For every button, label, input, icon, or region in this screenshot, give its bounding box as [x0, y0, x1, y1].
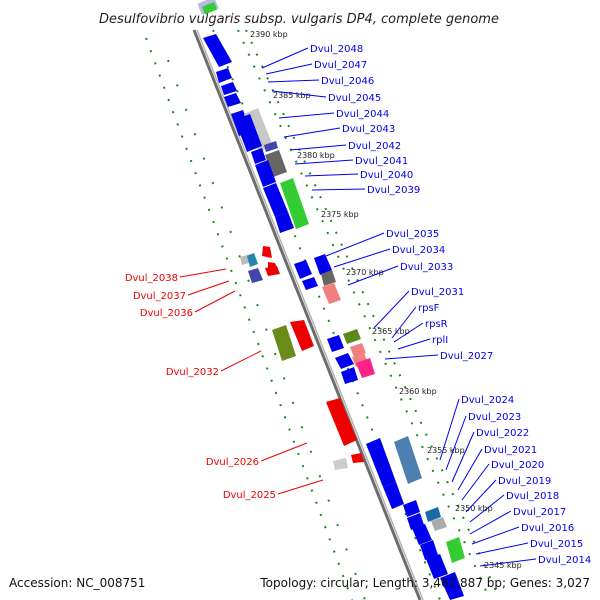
kbp-tick: 2355 kbp	[427, 446, 465, 455]
leader-line	[461, 463, 490, 501]
gene-label: Dvul_2033	[400, 262, 453, 273]
gene-label: Dvul_2021	[484, 445, 537, 456]
gene-label: Dvul_2045	[328, 93, 381, 104]
leader-line	[469, 494, 505, 523]
gene-label: Dvul_2016	[521, 523, 574, 534]
gene-label: Dvul_2023	[468, 412, 521, 423]
gene-label: Dvul_2019	[498, 476, 551, 487]
leader-line	[187, 280, 230, 296]
leader-line	[471, 526, 520, 545]
gene-label: Dvul_2036	[140, 308, 193, 319]
leader-line	[347, 265, 399, 286]
dotted-tracks	[145, 29, 501, 600]
leader-line	[373, 290, 410, 329]
gene-label: Dvul_2048	[310, 44, 363, 55]
kbp-tick: 2370 kbp	[346, 268, 384, 277]
gene-label: Dvul_2032	[166, 367, 219, 378]
gene-label: Dvul_2022	[476, 428, 529, 439]
leader-line	[261, 47, 309, 69]
gene-label: Dvul_2042	[348, 141, 401, 152]
gene-label: Dvul_2043	[342, 124, 395, 135]
gene-label: Dvul_2018	[506, 491, 559, 502]
gene-label: Dvul_2039	[367, 185, 420, 196]
leader-line	[333, 248, 391, 268]
kbp-tick: 2345 kbp	[484, 561, 522, 570]
gene-label: Dvul_2015	[530, 539, 583, 550]
gene-label: rplI	[432, 335, 448, 346]
leader-line	[457, 448, 483, 491]
gene-label: Dvul_2037	[133, 291, 186, 302]
leader-line	[451, 431, 475, 483]
gene-label: Dvul_2040	[360, 170, 413, 181]
leader-line	[267, 79, 320, 83]
leader-line	[465, 479, 497, 513]
leader-line	[445, 415, 467, 471]
kbp-tick: 2350 kbp	[455, 504, 493, 513]
gene-label: Dvul_2014	[538, 555, 591, 566]
gene-label: Dvul_2024	[461, 395, 514, 406]
gene-label: Dvul_2025	[223, 490, 276, 501]
gene-label: Dvul_2046	[321, 76, 374, 87]
leader-line	[391, 306, 417, 339]
leader-line	[479, 558, 537, 567]
leader-line	[278, 112, 335, 119]
gene-labels: Dvul_2048Dvul_2047Dvul_2046Dvul_2045Dvul…	[125, 44, 591, 566]
leader-line	[393, 322, 424, 343]
gene-label: Dvul_2017	[513, 507, 566, 518]
leader-line	[311, 188, 366, 191]
kbp-tick: 2385 kbp	[273, 91, 311, 100]
leader-line	[304, 173, 359, 177]
gene-label: rpsR	[425, 319, 448, 330]
gene-features	[197, 0, 465, 600]
gene-label: Dvul_2026	[206, 457, 259, 468]
leader-line	[439, 398, 460, 461]
gene-label: rpsF	[418, 303, 440, 314]
leader-line	[265, 63, 313, 75]
genome-stats-text: Topology: circular; Length: 3,462,887 bp…	[259, 576, 590, 590]
leader-line	[271, 90, 327, 98]
kbp-ticks: 2390 kbp 2385 kbp 2380 kbp 2375 kbp 2370…	[250, 30, 522, 570]
gene-label: Dvul_2038	[125, 273, 178, 284]
leader-line	[194, 290, 236, 313]
leader-line	[469, 510, 512, 535]
leader-line	[220, 350, 262, 372]
kbp-tick: 2390 kbp	[250, 30, 288, 39]
leader-line	[325, 232, 385, 257]
leader-line	[260, 442, 308, 462]
kbp-tick: 2365 kbp	[372, 327, 410, 336]
gene-label: Dvul_2035	[386, 229, 439, 240]
leader-line	[289, 144, 347, 151]
gene-label: Dvul_2034	[392, 245, 445, 256]
gene-label: Dvul_2041	[355, 156, 408, 167]
leader-line	[283, 127, 341, 138]
leader-line	[294, 159, 354, 165]
kbp-tick: 2380 kbp	[297, 151, 335, 160]
gene-label: Dvul_2047	[314, 60, 367, 71]
leader-line	[384, 354, 439, 360]
kbp-tick: 2375 kbp	[321, 210, 359, 219]
gene-label: Dvul_2027	[440, 351, 493, 362]
leader-line	[397, 338, 431, 350]
map-title: Desulfovibrio vulgaris subsp. vulgaris D…	[99, 12, 499, 27]
leader-line	[277, 479, 324, 495]
kbp-tick: 2360 kbp	[399, 387, 437, 396]
leader-line	[179, 268, 227, 278]
genome-backbone	[192, 29, 424, 600]
accession-text: Accession: NC_008751	[9, 576, 145, 590]
label-leader-lines	[179, 47, 537, 567]
gene-label: Dvul_2044	[336, 109, 389, 120]
leader-line	[475, 542, 529, 555]
gene-label: Dvul_2020	[491, 460, 544, 471]
gene-label: Dvul_2031	[411, 287, 464, 298]
